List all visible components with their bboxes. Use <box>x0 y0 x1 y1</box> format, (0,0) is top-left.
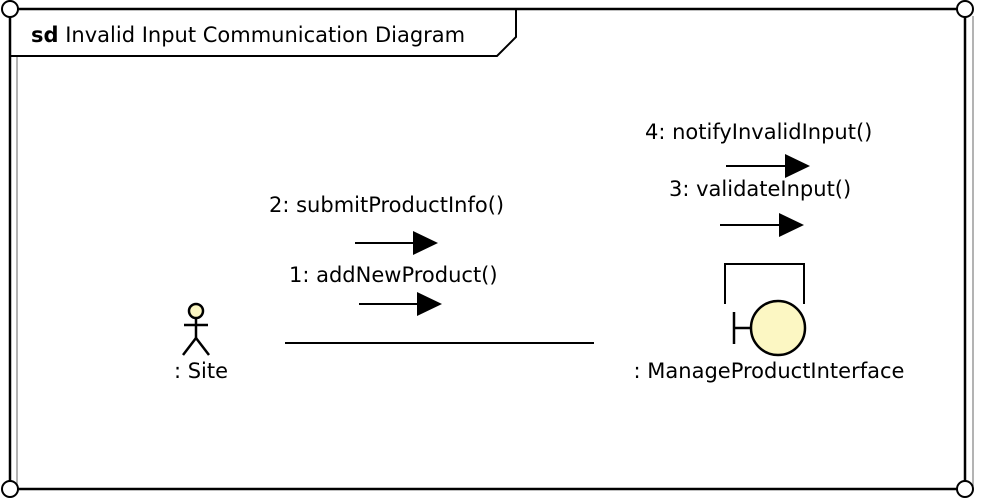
boundary-manage-product-interface[interactable]: : ManageProductInterface <box>634 299 905 383</box>
actor-label: : Site <box>174 359 228 383</box>
message-3-arrow <box>720 213 804 237</box>
self-link[interactable] <box>724 263 805 304</box>
message-1[interactable]: 1: addNewProduct() <box>289 263 498 316</box>
message-4[interactable]: 4: notifyInvalidInput() <box>645 120 872 178</box>
boundary-icon <box>732 299 807 357</box>
message-2-label: 2: submitProductInfo() <box>269 193 504 217</box>
message-2[interactable]: 2: submitProductInfo() <box>269 193 504 255</box>
frame-resize-handle-tl[interactable] <box>1 0 19 18</box>
message-1-label: 1: addNewProduct() <box>289 263 498 287</box>
message-3-label: 3: validateInput() <box>669 177 851 201</box>
message-1-arrow <box>359 292 442 316</box>
actor-icon <box>182 302 210 356</box>
message-4-arrow <box>726 154 810 178</box>
actor-right-leg <box>195 337 210 356</box>
actor-site[interactable]: : Site <box>174 302 228 383</box>
frame-title-tab <box>10 9 517 57</box>
frame-resize-handle-br[interactable] <box>956 480 974 498</box>
message-3[interactable]: 3: validateInput() <box>669 177 851 237</box>
frame-keyword: sd <box>31 23 59 47</box>
frame-title: sd Invalid Input Communication Diagram <box>31 23 465 47</box>
boundary-label: : ManageProductInterface <box>634 359 905 383</box>
frame-title-text: Invalid Input Communication Diagram <box>65 23 465 47</box>
message-2-arrow <box>355 231 438 255</box>
frame-resize-handle-tr[interactable] <box>956 0 974 18</box>
actor-left-leg <box>182 337 197 356</box>
message-4-label: 4: notifyInvalidInput() <box>645 120 872 144</box>
actor-head <box>187 302 205 320</box>
frame-resize-handle-bl[interactable] <box>1 480 19 498</box>
boundary-circle <box>749 299 807 357</box>
frame-border <box>8 7 967 491</box>
